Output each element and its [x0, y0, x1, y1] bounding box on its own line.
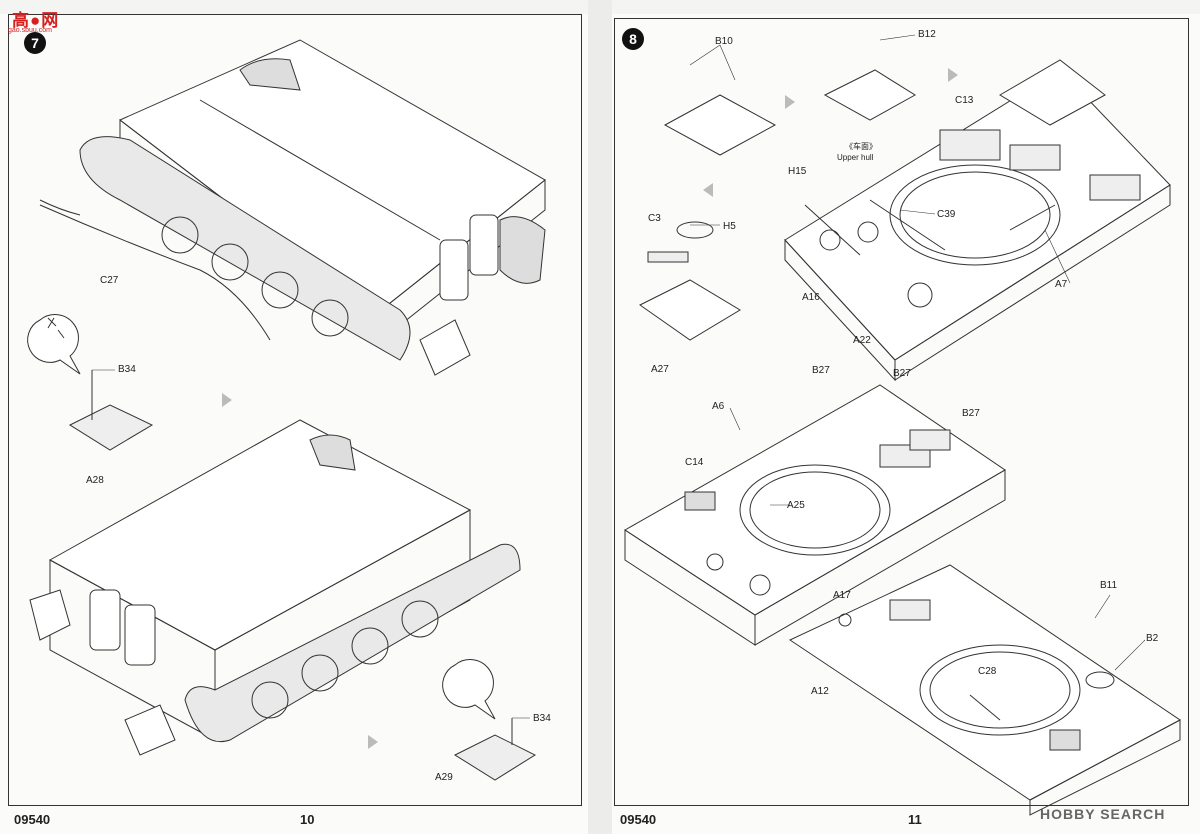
- step-8-badge: 8: [622, 28, 644, 50]
- hull-assembly-top-illustration: [39, 39, 546, 376]
- watermark-hobby-search: HOBBY SEARCH: [1040, 806, 1166, 822]
- label-a27: A27: [651, 364, 669, 375]
- label-a22: A22: [853, 335, 871, 346]
- label-c28: C28: [978, 666, 997, 677]
- upper-hull-step8-middle: [624, 384, 1006, 646]
- label-b10: B10: [715, 36, 733, 47]
- label-a25: A25: [787, 500, 805, 511]
- page-fold: [588, 0, 612, 834]
- left-page-number: 10: [300, 812, 315, 827]
- label-b27-c: B27: [962, 408, 980, 419]
- label-b27-b: B27: [893, 368, 911, 379]
- step-7-badge: 7: [24, 32, 46, 54]
- label-c3: C3: [648, 213, 661, 224]
- label-upper-hull-cn: 《车面》: [845, 142, 877, 151]
- label-b12: B12: [918, 29, 936, 40]
- left-footer-code: 09540: [14, 812, 51, 827]
- label-b11: B11: [1100, 580, 1118, 591]
- right-page-frame: [614, 18, 1189, 806]
- a29-callout: [442, 659, 537, 781]
- hatch-subassemblies-top: [639, 59, 1106, 341]
- label-b2: B2: [1146, 633, 1159, 644]
- label-a17: A17: [833, 590, 851, 601]
- watermark-url: gao.sbuu.com: [8, 27, 52, 34]
- label-c14: C14: [685, 457, 704, 468]
- label-a28: A28: [86, 475, 104, 486]
- label-upper-hull: Upper hull: [837, 153, 874, 162]
- label-h5: H5: [723, 221, 736, 232]
- label-h15: H15: [788, 166, 807, 177]
- label-a29: A29: [435, 772, 453, 783]
- upper-hull-step8-top: [784, 69, 1171, 382]
- a28-callout: [27, 314, 154, 451]
- label-c27: C27: [100, 275, 119, 286]
- label-c39: C39: [937, 209, 956, 220]
- label-a6: A6: [712, 401, 725, 412]
- label-b34-bottom: B34: [533, 713, 551, 724]
- label-a7: A7: [1055, 279, 1068, 290]
- label-a12: A12: [811, 686, 829, 697]
- left-page-frame: [8, 14, 582, 806]
- label-b27-a: B27: [812, 365, 830, 376]
- label-b34-top: B34: [118, 364, 136, 375]
- watermark-brand: 高●网: [12, 11, 60, 30]
- label-c13: C13: [955, 95, 974, 106]
- right-footer-code: 09540: [620, 812, 657, 827]
- upper-hull-step8-bottom: [788, 564, 1181, 816]
- label-a16: A16: [802, 292, 820, 303]
- hull-assembly-bottom-illustration: [29, 419, 521, 756]
- right-page-number: 11: [908, 812, 922, 827]
